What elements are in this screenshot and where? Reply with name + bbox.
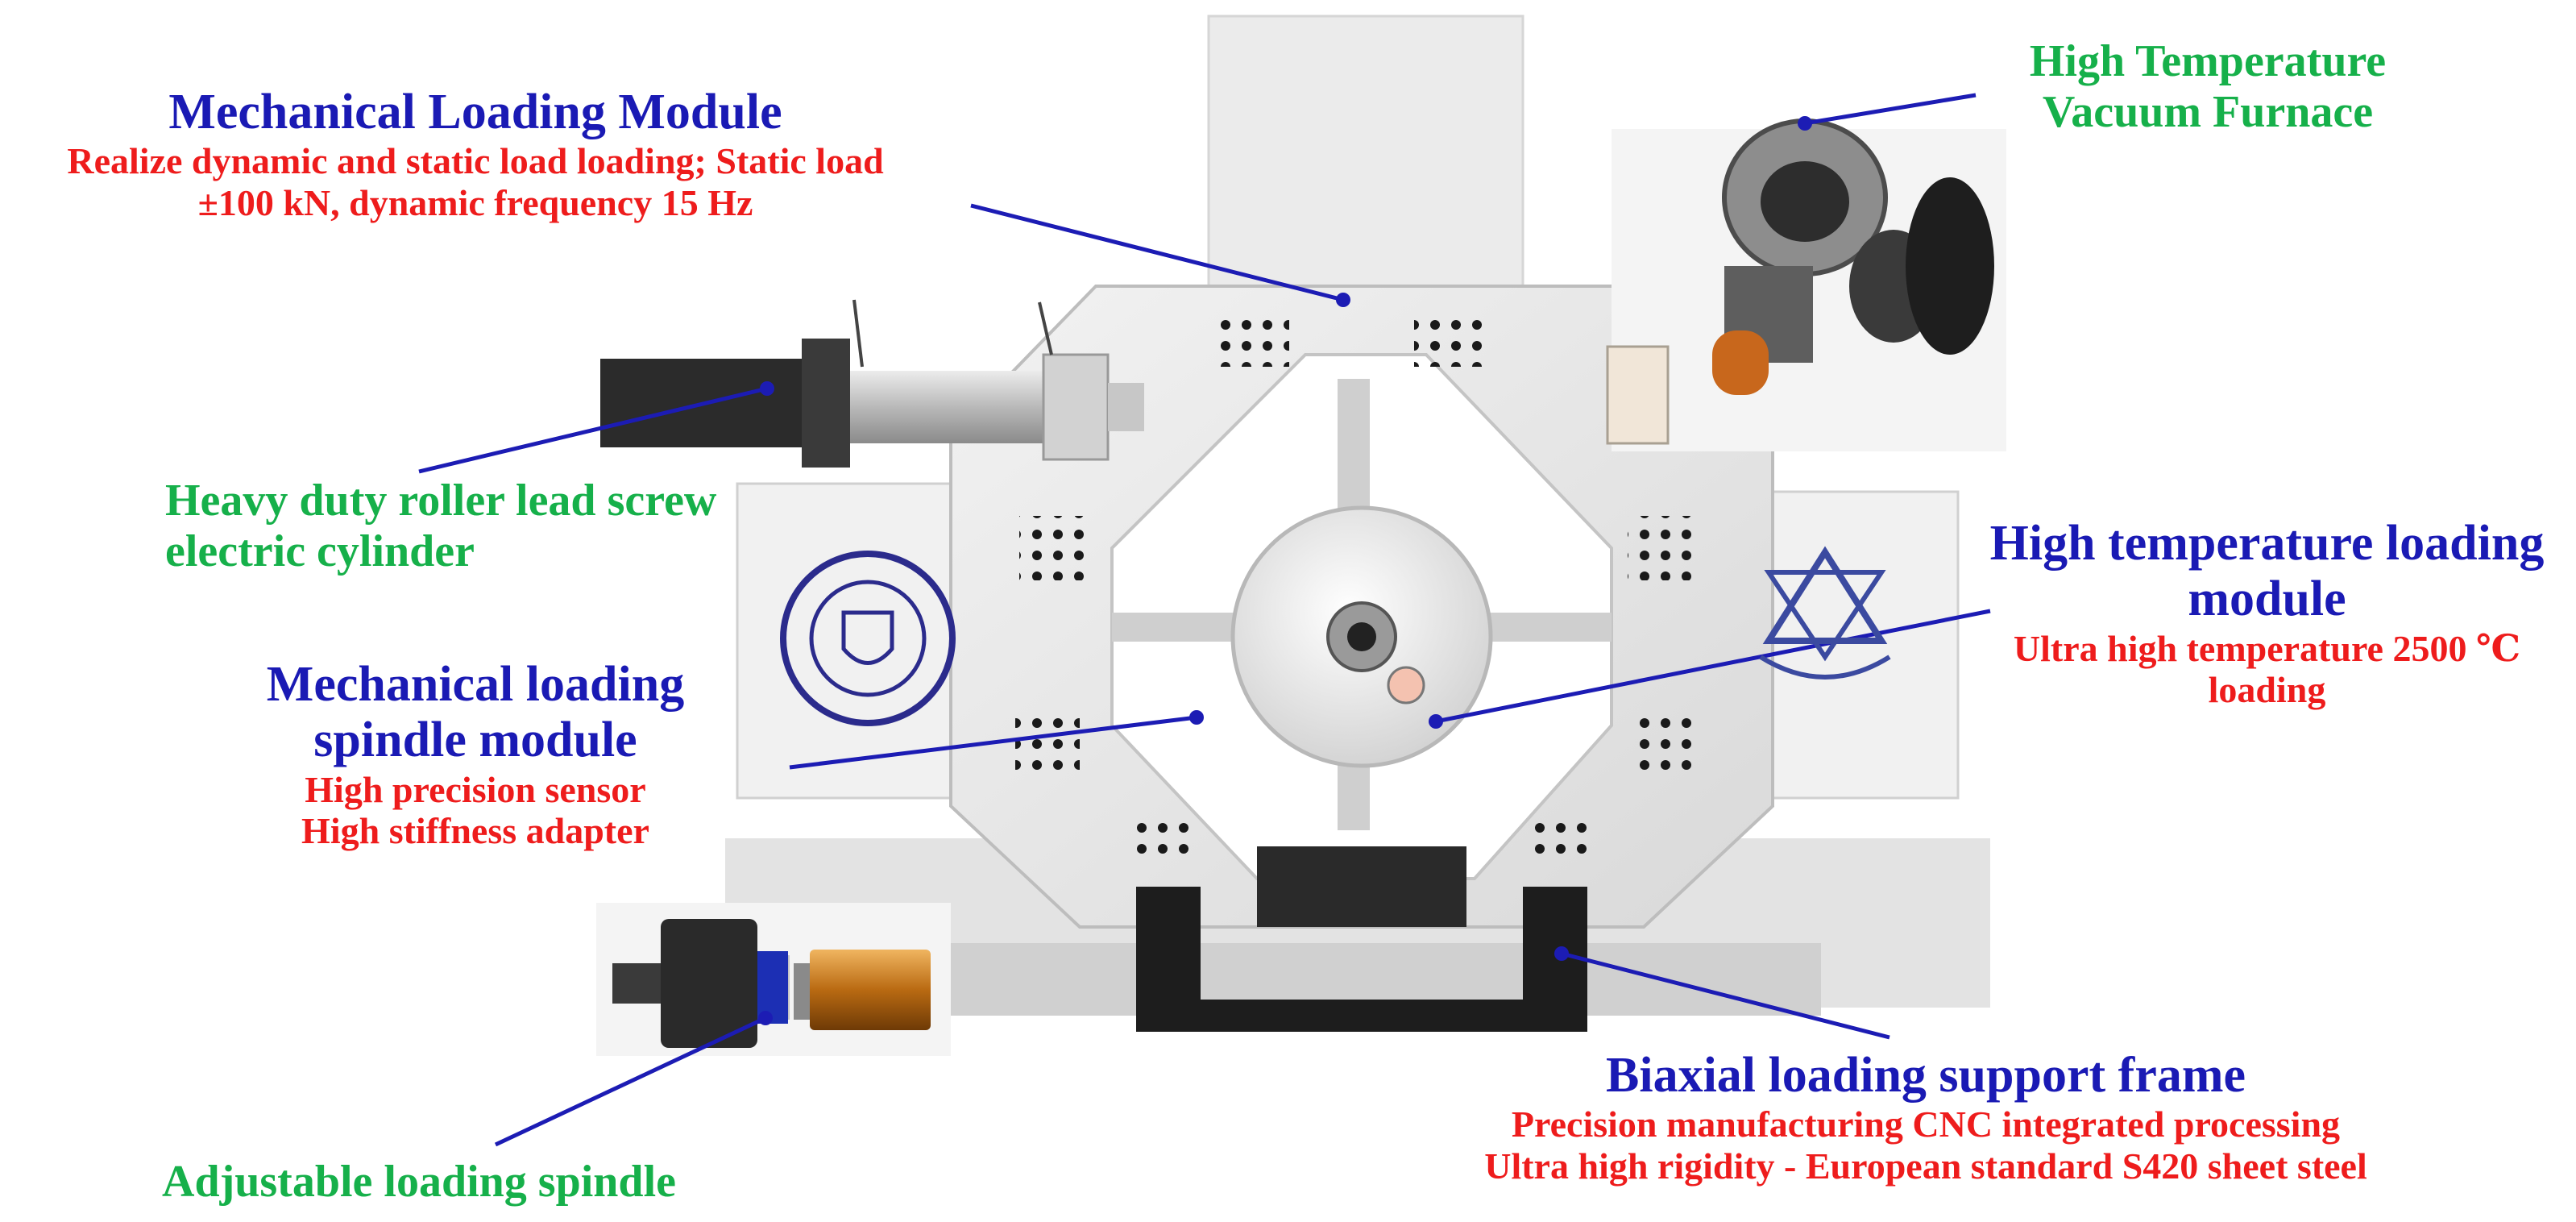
adjustable-spindle: [596, 903, 951, 1056]
spindle-module-detail-2: High stiffness adapter: [301, 810, 649, 852]
support-frame-detail-1: Precision manufacturing CNC integrated p…: [1511, 1104, 2341, 1145]
spindle-module-title-2: spindle module: [313, 713, 637, 768]
support-frame-title: Biaxial loading support frame: [1605, 1048, 2246, 1103]
central-drum: [1230, 505, 1493, 768]
vacuum-furnace-label-2: Vacuum Furnace: [2042, 86, 2374, 137]
support-frame-detail-2: Ultra high rigidity - European standard …: [1484, 1145, 2367, 1187]
high-temp-loading-module-detail-2: loading: [2208, 669, 2326, 711]
electric-cylinder-label-1: Heavy duty roller lead screw: [165, 476, 717, 526]
laboratory-emblem-icon: [1759, 546, 1891, 680]
mechanical-loading-module-title: Mechanical Loading Module: [168, 85, 782, 139]
jilin-university-seal-icon: [780, 551, 956, 726]
adjustable-spindle-callout: Adjustable loading spindle: [113, 1157, 725, 1207]
spindle-module-callout: Mechanical loading spindle module High p…: [226, 657, 725, 852]
top-tower: [1207, 15, 1524, 324]
high-temp-loading-module-detail-1: Ultra high temperature 2500 ℃: [2013, 627, 2521, 669]
high-temp-loading-module-title-1: High temperature loading: [1989, 516, 2545, 571]
electric-cylinder-callout: Heavy duty roller lead screw electric cy…: [165, 476, 716, 576]
adjustable-spindle-label: Adjustable loading spindle: [162, 1157, 676, 1207]
lower-stand: [1136, 887, 1587, 1032]
mechanical-loading-module-callout: Mechanical Loading Module Realize dynami…: [0, 85, 951, 223]
vacuum-furnace: [1606, 118, 2006, 451]
spindle-module-detail-1: High precision sensor: [305, 768, 646, 810]
spindle-module-title-1: Mechanical loading: [266, 657, 685, 712]
vacuum-furnace-label-1: High Temperature: [2029, 36, 2387, 86]
high-temp-loading-module-title-2: module: [2188, 572, 2346, 627]
mechanical-loading-module-detail-2: ±100 kN, dynamic frequency 15 Hz: [197, 181, 753, 223]
high-temp-loading-module-callout: High temperature loading module Ultra hi…: [1958, 516, 2576, 711]
leader-lines: [418, 93, 1991, 1147]
electric-cylinder-label-2: electric cylinder: [165, 526, 475, 576]
support-frame-callout: Biaxial loading support frame Precision …: [1402, 1048, 2449, 1187]
vacuum-furnace-callout: High Temperature Vacuum Furnace: [1966, 36, 2449, 137]
mechanical-loading-module-detail-1: Realize dynamic and static load loading;…: [67, 140, 884, 182]
